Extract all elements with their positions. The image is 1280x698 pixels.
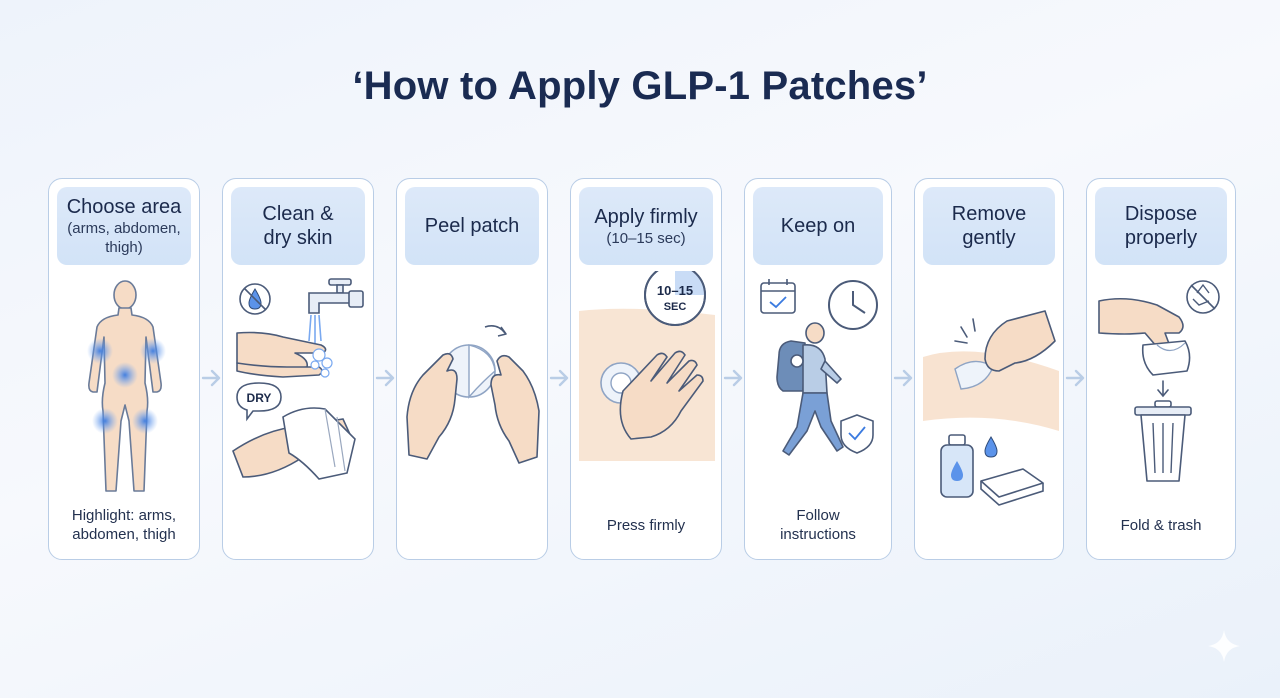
step-title: Dispose properly [1124,203,1198,249]
speech-bubble: DRY [236,382,282,422]
faucet-icon [308,278,364,314]
step-caption: Follow instructions [780,507,856,543]
step-title: Choose area [66,196,182,218]
step-caption: Press firmly [606,516,686,534]
keep-on-illustration [760,279,878,456]
step-title: Apply firmly [594,205,698,228]
stopwatch-icon: 10–15 SEC [644,271,706,326]
page-title: ‘How to Apply GLP-1 Patches’ [352,64,928,108]
step-card-choose-area: Choose area (arms, abdomen, thigh) Highl… [48,178,200,560]
shield-check-icon [840,414,874,454]
calendar-icon [760,279,796,314]
hand-folding-patch-icon [1098,297,1184,353]
chevron-right-icon [549,369,569,387]
step-subtitle: (10–15 sec) [606,229,686,247]
chevron-right-icon [723,369,743,387]
step-subtitle: (arms, abdomen, thigh) [67,220,181,256]
oil-bottle-icon [940,434,974,498]
step-card-remove-gently: Remove gently [914,178,1064,560]
chevron-right-icon [201,369,221,387]
dry-badge-text: DRY [247,391,272,405]
step-header: Peel patch [405,187,539,265]
step-title: Peel patch [424,215,520,237]
clean-skin-illustration: DRY [232,278,364,480]
step-title: Clean & dry skin [262,203,334,249]
dispose-illustration [1098,280,1220,482]
timer-value: 10–15 [657,283,693,298]
remove-patch-illustration [923,310,1059,506]
patch-peel-icon [406,325,540,464]
step-card-dispose-properly: Dispose properly Fold & trash [1086,178,1236,560]
clock-icon [828,280,878,330]
step-header: Clean & dry skin [231,187,365,265]
walking-person-icon [776,322,844,456]
apply-patch-illustration: 10–15 SEC [579,271,715,461]
step-header: Choose area (arms, abdomen, thigh) [57,187,191,265]
step-caption: Highlight: arms, abdomen, thigh [71,507,177,543]
step-card-keep-on: Keep on Follow instructions [744,178,892,560]
sparkle-icon [1208,630,1240,662]
step-title: Remove gently [951,203,1027,249]
hand-pressing-icon [619,350,704,440]
no-recycle-icon [1186,280,1220,314]
step-card-clean-dry: Clean & dry skin DRY [222,178,374,560]
step-card-peel-patch: Peel patch [396,178,548,560]
chevron-right-icon [893,369,913,387]
body-outline-icon [87,280,166,492]
step-header: Dispose properly [1095,187,1227,265]
no-water-icon [239,283,271,315]
step-header: Remove gently [923,187,1055,265]
towel-icon [232,407,356,480]
step-caption: Fold & trash [1120,516,1202,534]
chevron-right-icon [1065,369,1085,387]
timer-unit: SEC [664,301,687,313]
hands-washing-icon [236,331,327,378]
hand-removing-patch-icon [984,310,1056,372]
trash-can-icon [1134,400,1192,482]
chevron-right-icon [375,369,395,387]
step-header: Keep on [753,187,883,265]
step-title: Keep on [780,215,856,237]
step-card-apply-firmly: Apply firmly (10–15 sec) 10–15 SEC Press… [570,178,722,560]
step-header: Apply firmly (10–15 sec) [579,187,713,265]
